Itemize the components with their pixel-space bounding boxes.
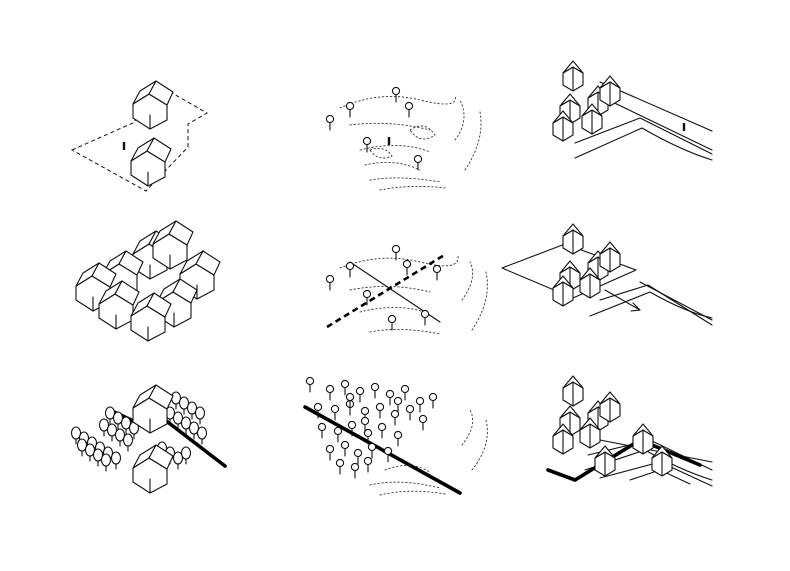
- panel-2-landscape: [325, 86, 482, 191]
- house-icon: [599, 241, 621, 273]
- house-icon: [562, 60, 584, 92]
- tree-icon: [391, 86, 401, 103]
- person-icon: [682, 123, 686, 131]
- forest-trees: [305, 376, 438, 479]
- panel-9-village-road: [546, 375, 713, 487]
- house-icon: [632, 423, 654, 455]
- panel-7-houses-road-hedge: [70, 384, 227, 494]
- tree-icon: [404, 101, 414, 118]
- panel-3-village-edge: [552, 60, 713, 161]
- house-icon: [130, 292, 172, 342]
- house-icon: [132, 384, 174, 434]
- house-icon: [132, 80, 174, 130]
- tree-icon: [391, 244, 401, 261]
- tree-icon: [432, 264, 442, 281]
- panel-6-ground-plane: [501, 223, 713, 326]
- panel-4-house-cluster: [75, 220, 221, 342]
- house-icon: [562, 375, 584, 407]
- tree-icon: [387, 314, 397, 331]
- panel-1-two-houses-site: [70, 80, 209, 192]
- tree-icon: [345, 101, 355, 118]
- person-icon: [122, 142, 126, 150]
- house-icon: [562, 223, 584, 255]
- house-icon: [599, 391, 621, 423]
- panel-5-landscape-axis: [325, 244, 488, 335]
- house-icon: [594, 445, 616, 477]
- tree-icon: [345, 261, 355, 278]
- panel-8-forest-road: [303, 376, 488, 496]
- house-icon: [599, 75, 621, 107]
- tree-icon: [413, 154, 423, 171]
- house-icon: [132, 444, 174, 494]
- house-icon: [130, 137, 172, 187]
- tree-icon: [325, 274, 335, 291]
- tree-icon: [420, 309, 430, 326]
- tree-icon: [362, 136, 372, 153]
- person-icon: [387, 137, 391, 145]
- tree-icon: [325, 114, 335, 131]
- tree-icon: [402, 259, 412, 276]
